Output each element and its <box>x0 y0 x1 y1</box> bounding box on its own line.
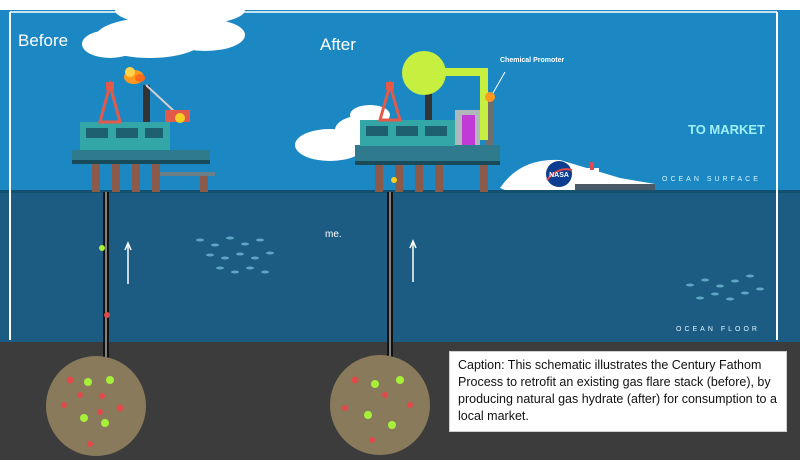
before-gas-bubble-red <box>104 312 110 318</box>
cloud-icon <box>82 0 245 58</box>
caption-box: Caption: This schematic illustrates the … <box>449 351 787 432</box>
after-platform <box>355 79 500 192</box>
caption-text: Caption: This schematic illustrates the … <box>458 358 777 423</box>
flare-icon <box>124 67 145 84</box>
bottom-margin <box>0 460 800 472</box>
before-gas-bubble <box>99 245 105 251</box>
nasa-logo-icon: NASA <box>546 161 573 187</box>
nasa-logo-text: NASA <box>549 172 569 179</box>
flare-icon-after <box>485 92 495 102</box>
after-reservoir <box>330 355 430 455</box>
to-market-label: TO MARKET <box>688 122 766 137</box>
after-label: After <box>320 35 356 54</box>
before-reservoir <box>46 356 146 456</box>
fish-school-icon <box>196 236 274 274</box>
fish-school-icon-right <box>686 274 764 301</box>
before-label: Before <box>18 31 69 50</box>
sea-background <box>0 192 800 342</box>
ocean-floor-label: OCEAN FLOOR <box>676 326 760 333</box>
ocean-surface-label: OCEAN SURFACE <box>662 176 761 183</box>
hydrate-tank <box>402 51 488 140</box>
stray-text-label: me. <box>325 229 342 240</box>
before-platform <box>72 79 215 192</box>
chemical-promoter-pointer <box>492 71 506 94</box>
chemical-promoter-label: Chemical Promoter <box>500 57 565 64</box>
top-margin <box>0 0 800 10</box>
arrow-up-icon-after <box>409 239 417 282</box>
arrow-up-icon <box>124 241 132 284</box>
after-wellhead-marker <box>391 177 397 183</box>
ship-icon <box>500 159 655 190</box>
